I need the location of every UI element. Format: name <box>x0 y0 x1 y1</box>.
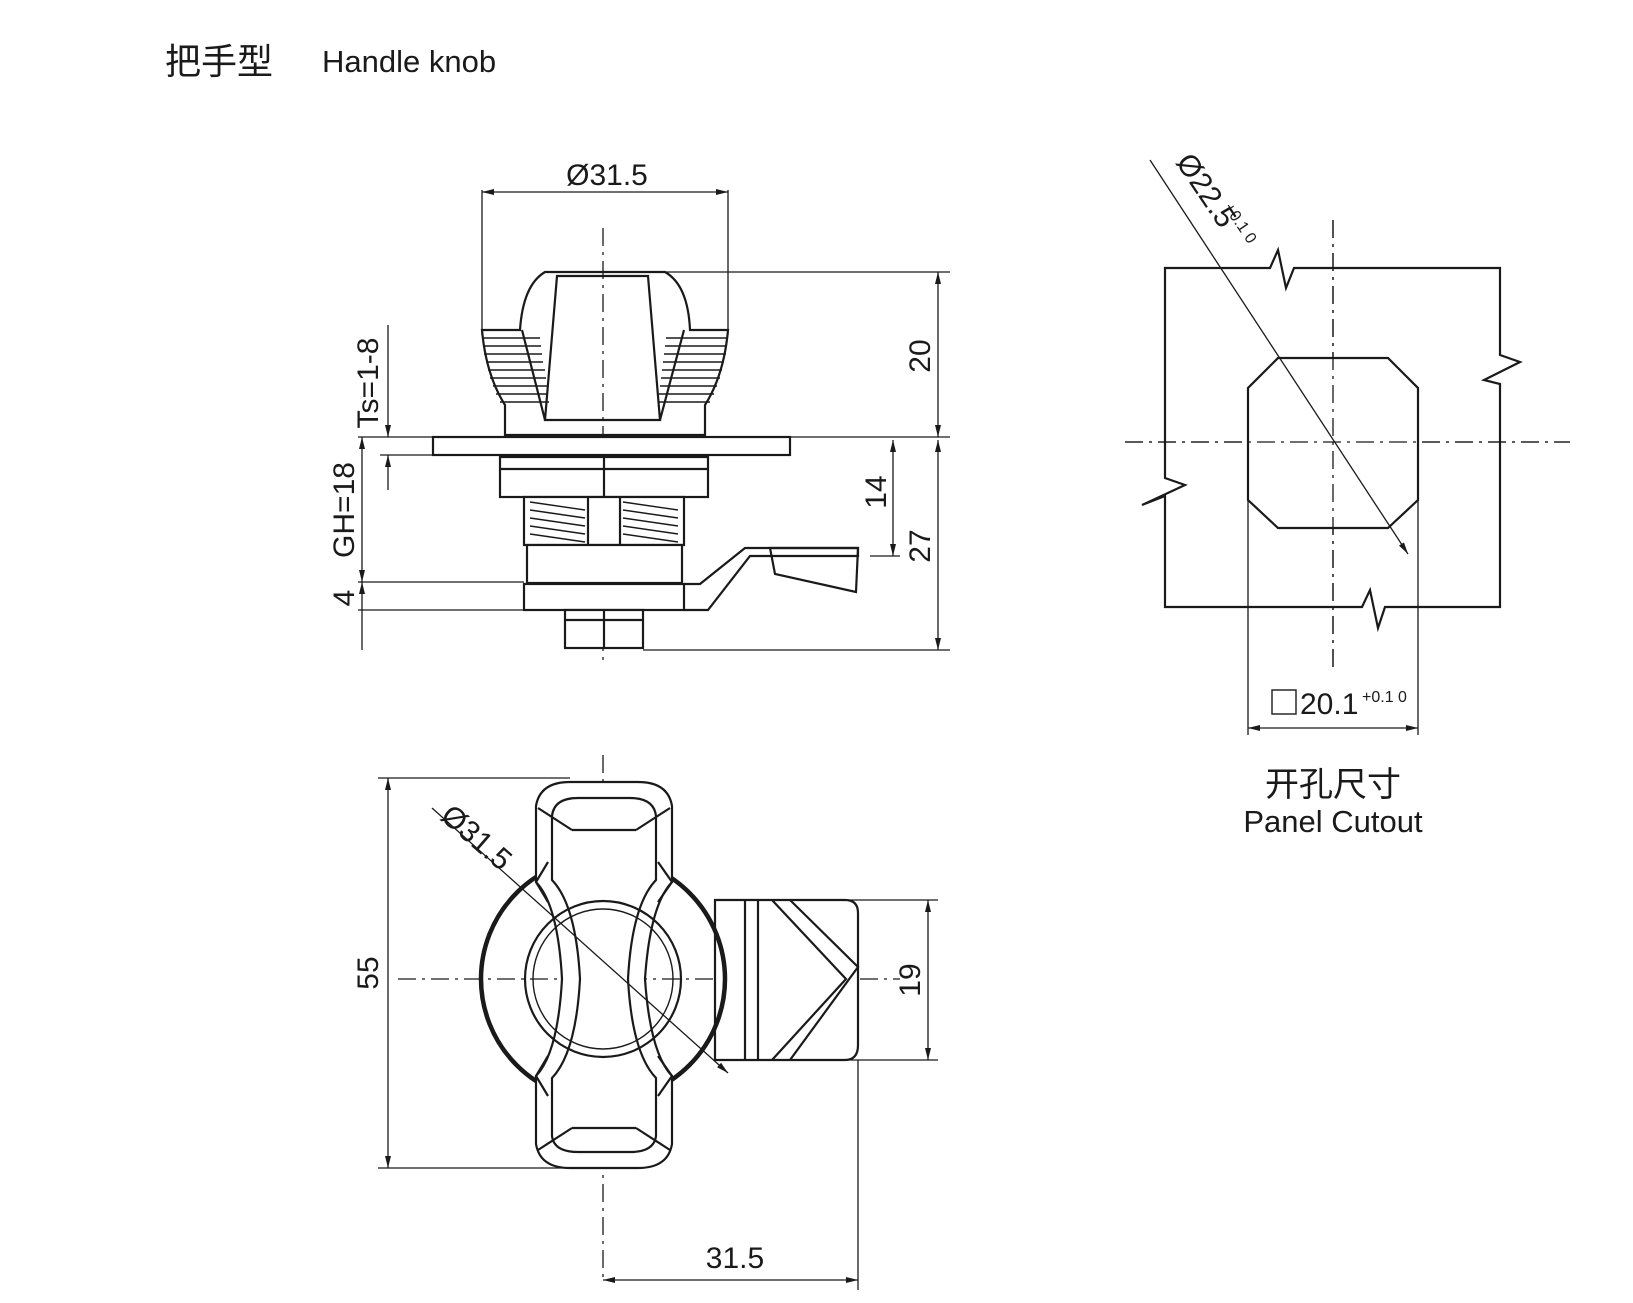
dim-diameter-top-view: Ø31.5 <box>435 799 518 878</box>
knob-knurl-left <box>482 337 549 403</box>
caption-english: Panel Cutout <box>1243 804 1423 839</box>
cam-plate <box>522 582 686 612</box>
dim-total-depth: 27 <box>904 529 937 562</box>
dim-diameter-top: Ø31.5 <box>566 159 648 192</box>
dim-cam-thickness: 4 <box>328 590 361 607</box>
knob-knurl-right <box>658 337 728 403</box>
knob-top-inner <box>550 796 658 1154</box>
dim-knob-length: 55 <box>352 956 385 989</box>
knob-inner-circle <box>523 899 683 1059</box>
caption-chinese: 开孔尺寸 <box>1265 766 1401 804</box>
cam-tongue <box>713 898 860 1062</box>
title-english: Handle knob <box>322 44 496 79</box>
cam-tongue-chevron <box>771 899 860 1061</box>
knob-top-profile <box>534 780 674 1170</box>
collar <box>525 543 684 585</box>
top-view: Ø31.5 55 19 31.5 <box>352 755 938 1290</box>
dim-cam-width: 19 <box>894 963 927 996</box>
panel-plate <box>431 435 792 457</box>
dim-cutout-square: 20.1 <box>1300 688 1358 721</box>
dim-height-knob: 20 <box>904 339 937 372</box>
side-view: Ø31.5 20 14 27 Ts=1-8 GH=18 4 <box>328 159 950 660</box>
panel-outline <box>1141 246 1523 633</box>
title-chinese: 把手型 <box>165 41 273 82</box>
dim-cam-reach: 31.5 <box>706 1242 764 1275</box>
dim-grip-height: GH=18 <box>328 462 361 558</box>
dim-panel-thickness: Ts=1-8 <box>352 338 385 429</box>
panel-cutout-view: Ø22.5 +0.1 0 20.1 +0.1 0 开孔尺寸 Panel Cuto… <box>1125 148 1570 839</box>
dim-cam-offset: 14 <box>860 475 893 508</box>
thread-marks <box>529 501 679 543</box>
dim-cutout-square-tol: +0.1 0 <box>1362 689 1407 706</box>
cam-arm-tip <box>768 546 860 594</box>
